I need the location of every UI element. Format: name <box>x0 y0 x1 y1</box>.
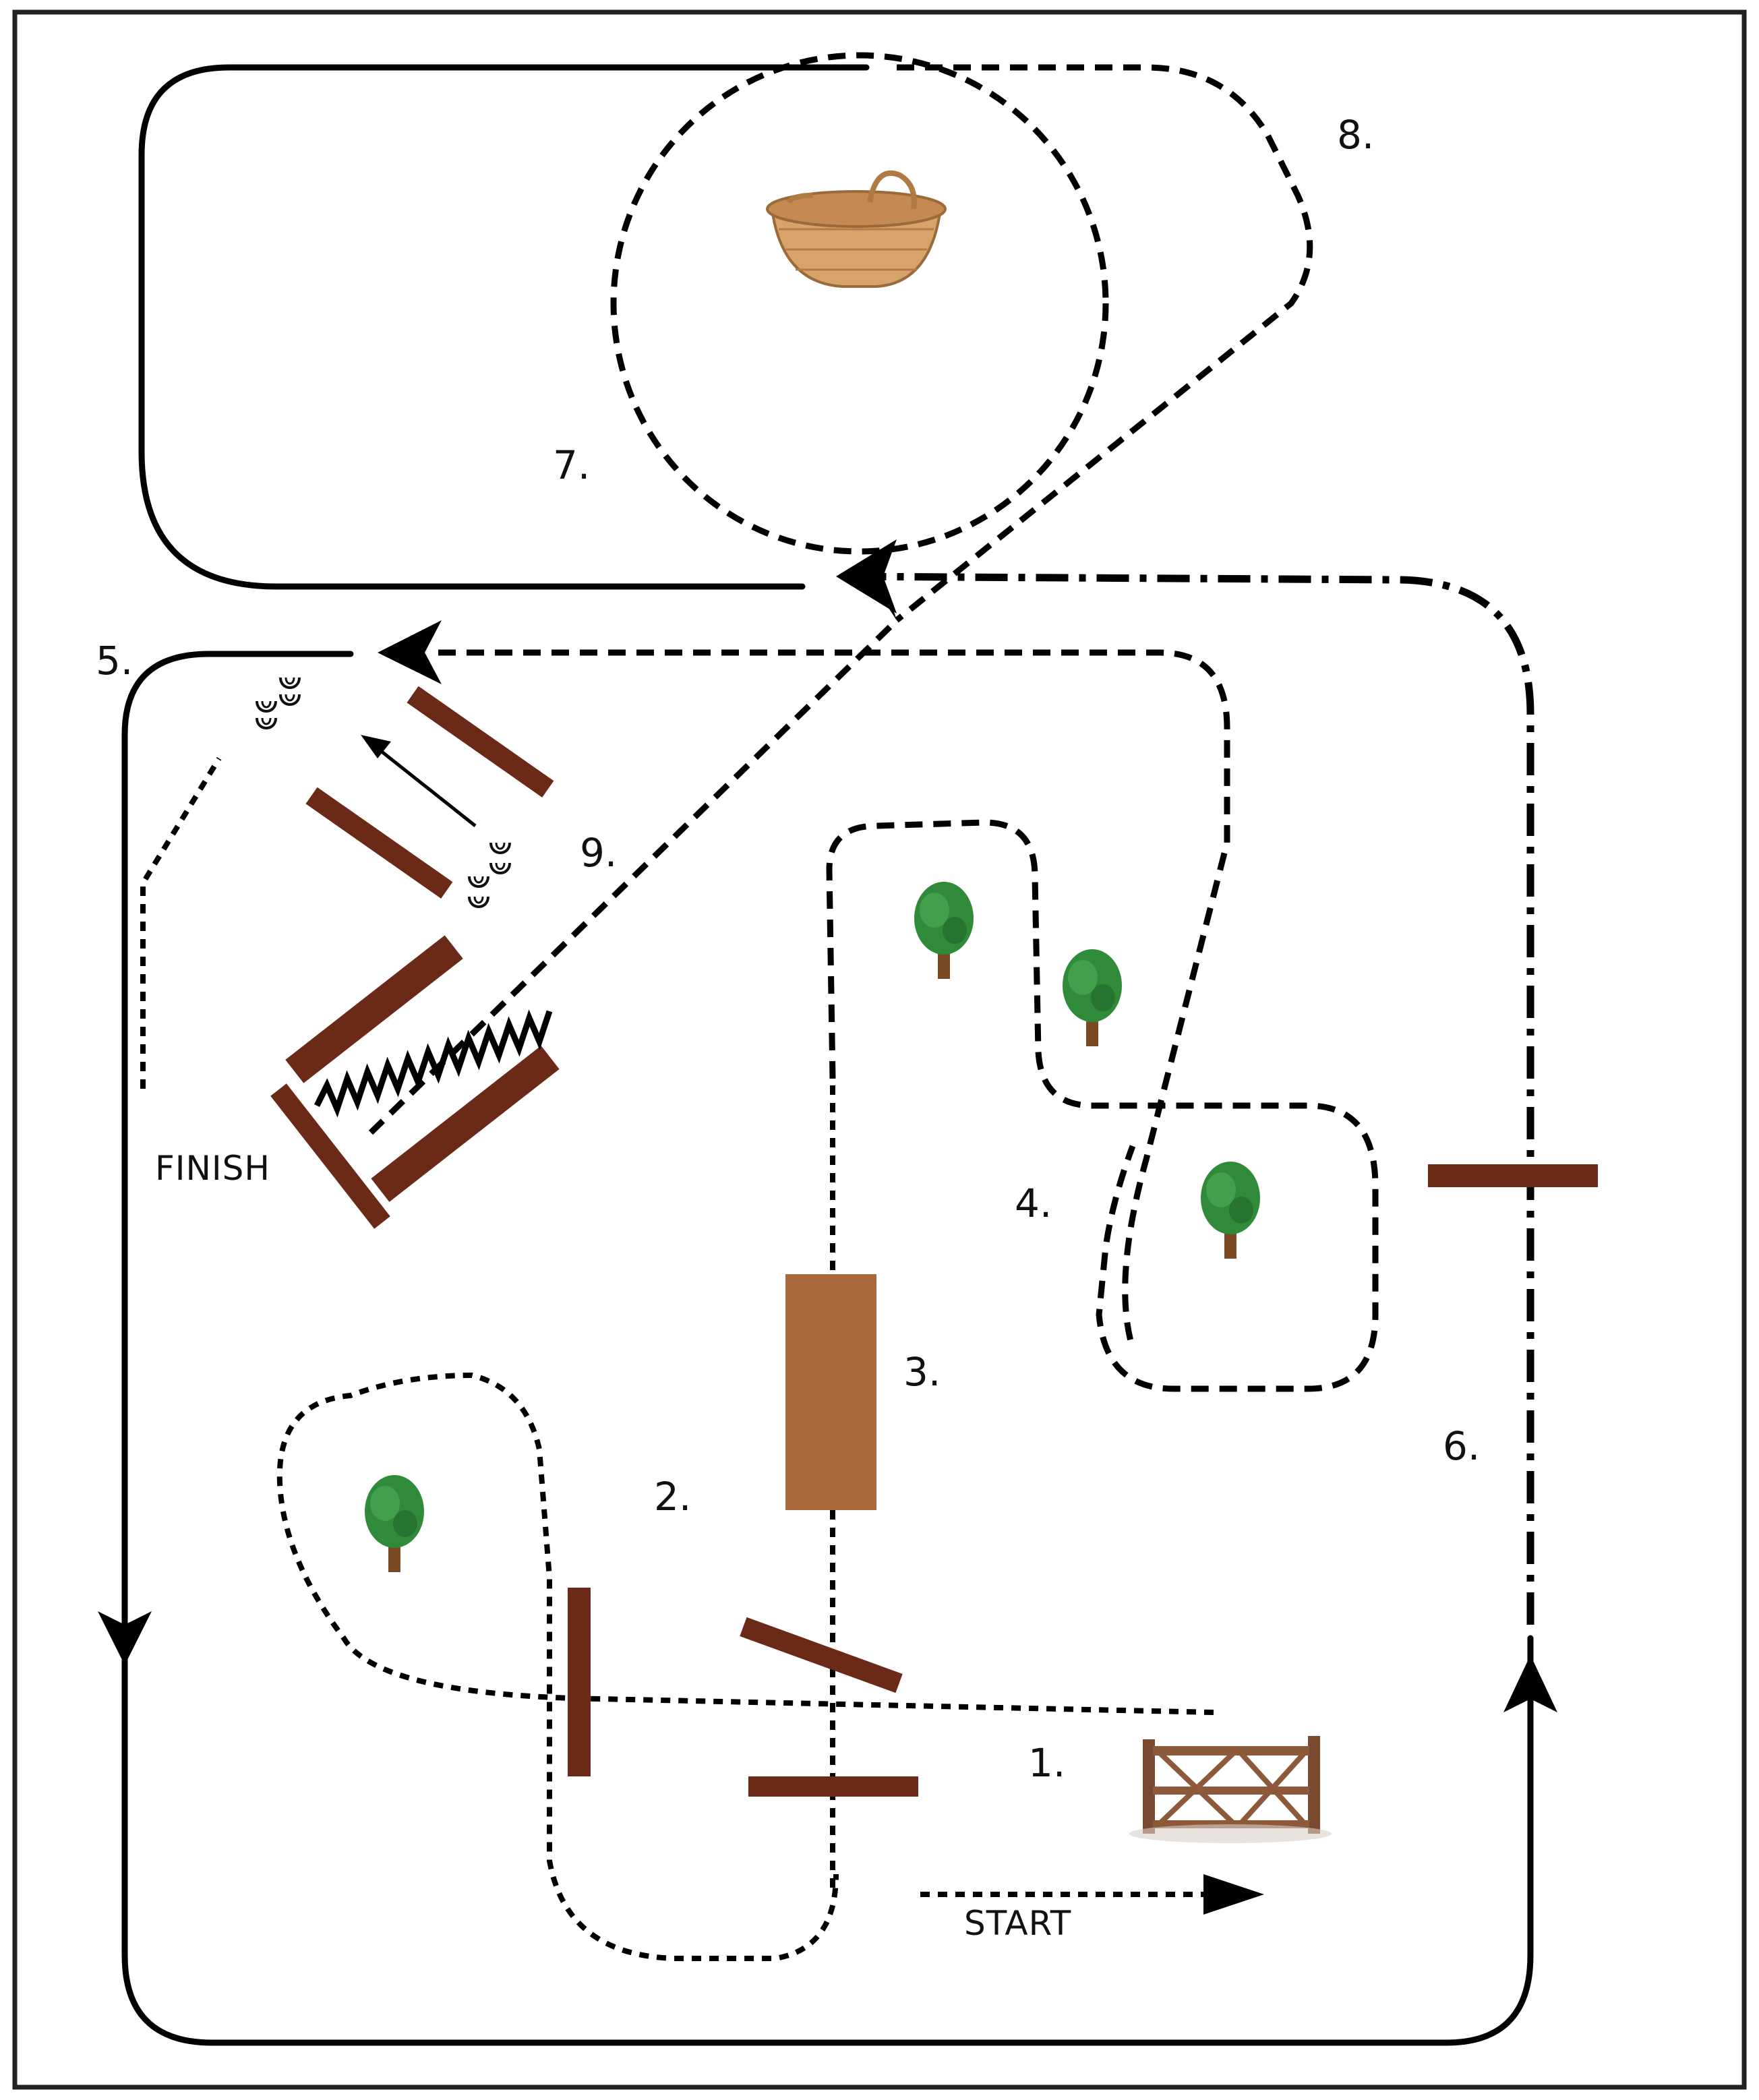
solid-path-outer-loop <box>121 651 1534 2046</box>
arrowhead-icon <box>378 620 442 684</box>
dashed-circle-7 <box>610 52 1109 555</box>
chute-direction-arrow <box>376 747 477 827</box>
tree-icon <box>1063 949 1122 1046</box>
hoofprint-icon <box>489 841 511 854</box>
pole <box>740 1617 903 1693</box>
arrowhead-icon <box>1503 1655 1557 1712</box>
hoofprint-icon <box>489 862 511 874</box>
start-arrowhead-icon <box>1203 1874 1264 1915</box>
pole <box>371 1046 560 1202</box>
pole <box>1428 1164 1598 1187</box>
gate-icon <box>1129 1736 1332 1843</box>
dashdot-path-6 <box>842 572 1534 1625</box>
dashed-diagonal-9 <box>368 624 893 1135</box>
start-label: START <box>964 1904 1071 1943</box>
obstacle-label-4: 4. <box>1015 1180 1052 1226</box>
tree-icon <box>914 882 974 979</box>
dotted-finish-path <box>140 756 222 1089</box>
arrowhead-icon <box>98 1611 152 1665</box>
obstacle-label-8: 8. <box>1337 112 1374 158</box>
obstacle-label-7: 7. <box>553 442 590 488</box>
solid-path-top-loop <box>138 64 870 590</box>
course-border <box>12 9 1747 2090</box>
pole <box>285 935 463 1083</box>
obstacle-label-3: 3. <box>903 1349 941 1395</box>
basket-icon <box>766 170 947 288</box>
hoofprint-icon <box>256 700 277 713</box>
pole <box>305 787 453 899</box>
dotted-circle-2 <box>276 1372 1214 1961</box>
pole <box>568 1588 591 1776</box>
obstacle-label-5: 5. <box>96 638 133 684</box>
arrowhead-icon <box>361 735 391 758</box>
obstacle-label-6: 6. <box>1443 1423 1480 1469</box>
pole <box>407 686 554 798</box>
dashed-loop-8 <box>895 64 1313 623</box>
obstacle-label-1: 1. <box>1028 1740 1065 1786</box>
hoofprint-icon <box>279 693 301 706</box>
tree-icon <box>1201 1162 1260 1259</box>
dashed-path-5 <box>438 649 1230 1350</box>
bridge <box>785 1274 876 1510</box>
hoofprint-icon <box>468 895 489 908</box>
obstacle-label-2: 2. <box>654 1474 691 1520</box>
zigzag-line <box>314 1009 553 1118</box>
obstacle-label-9: 9. <box>580 830 617 876</box>
hoofprint-icon <box>468 875 489 888</box>
hoofprint-icon <box>256 717 277 729</box>
pole <box>748 1776 918 1797</box>
hoofprint-icon <box>279 676 301 689</box>
arrowhead-icon <box>870 576 897 620</box>
dashed-serpentine-4 <box>826 819 1379 1392</box>
pole <box>270 1083 390 1229</box>
tree-icon <box>365 1475 424 1572</box>
finish-label: FINISH <box>155 1149 270 1188</box>
